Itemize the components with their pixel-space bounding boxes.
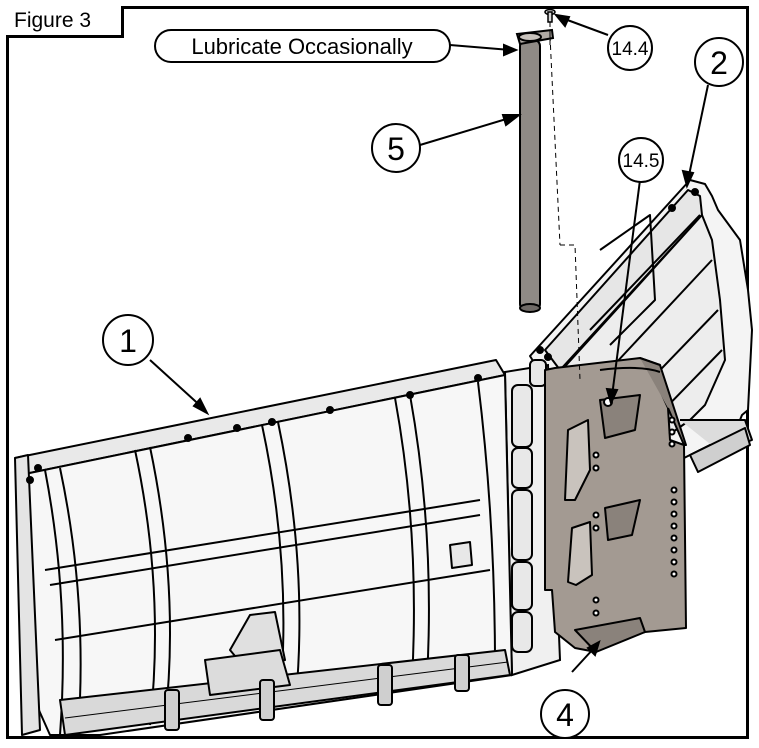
pivot-pin-5	[515, 28, 555, 313]
callout-5-label: 5	[387, 131, 405, 167]
callout-4-label: 4	[556, 697, 574, 733]
callout-1: 1	[102, 314, 154, 366]
callout-2-label: 2	[710, 45, 728, 81]
leader-lines	[149, 13, 709, 673]
lubricate-note: Lubricate Occasionally	[154, 29, 451, 63]
callout-5: 5	[371, 123, 421, 173]
callout-2: 2	[694, 37, 744, 87]
figure-label: Figure 3	[6, 6, 124, 38]
pivot-plate-4	[544, 357, 687, 653]
lubricate-note-text: Lubricate Occasionally	[191, 34, 412, 59]
callout-14-4: 14.4	[607, 25, 653, 71]
callout-14-5-label: 14.5	[623, 151, 660, 172]
callout-14-5: 14.5	[618, 137, 664, 183]
alignment-lines	[549, 22, 581, 381]
callout-14-4-label: 14.4	[612, 39, 649, 60]
main-blade-1	[14, 359, 513, 736]
callout-1-label: 1	[119, 323, 137, 359]
callout-4: 4	[540, 689, 590, 739]
grease-fitting-14-4	[544, 8, 556, 23]
